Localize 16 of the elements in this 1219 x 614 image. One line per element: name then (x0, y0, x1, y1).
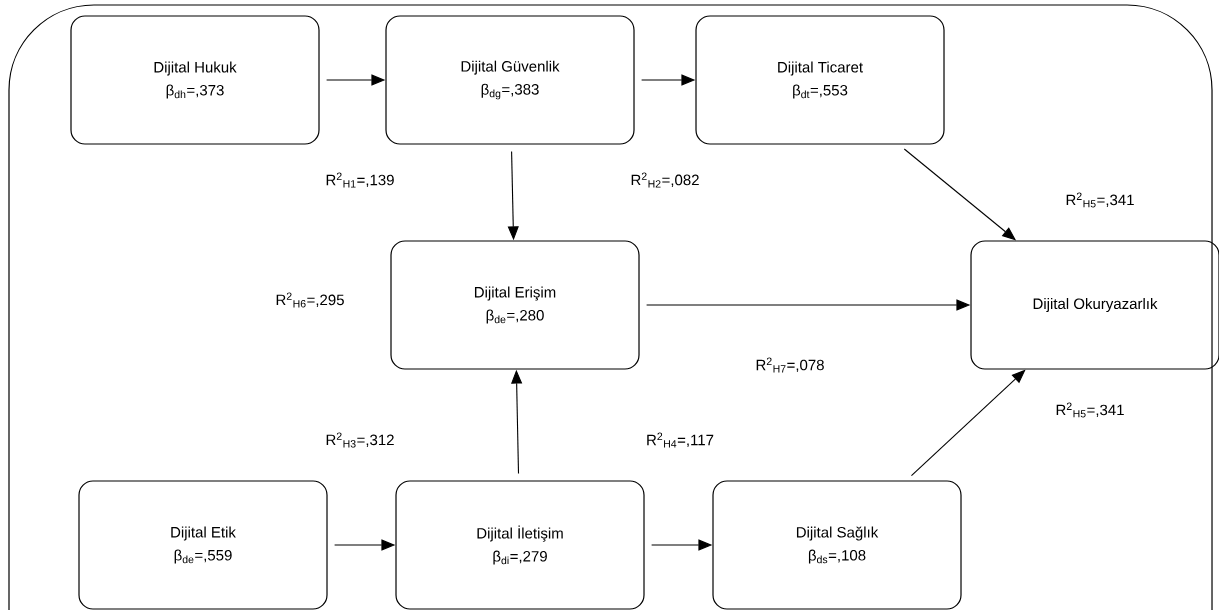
construct-box: Dijital Etik β$_{de}$=,559 (78, 480, 328, 610)
construct-box: Dijital Erişim β$_{de}$=,280 (390, 240, 640, 370)
r-squared-label: R$^{2}$$_{H6}$=,295 (276, 292, 344, 308)
construct-box: Dijital Hukuk β$_{dh}$=,373 (70, 15, 320, 145)
r-squared-label: R$^{2}$$_{H7}$=,078 (756, 357, 824, 373)
r-squared-label: R$^{2}$$_{H5}$=,341 (1056, 402, 1124, 418)
construct-box: Dijital Güvenlik β$_{dg}$=,383 (385, 15, 635, 145)
construct-box: Dijital Okuryazarlık (970, 240, 1219, 370)
r-squared-label: R$^{2}$$_{H4}$=,117 (647, 432, 714, 448)
r-squared-label: R$^{2}$$_{H2}$=,082 (631, 172, 699, 188)
r-squared-label: R$^{2}$$_{H5}$=,341 (1066, 192, 1134, 208)
r-squared-label: R$^{2}$$_{H1}$=,139 (326, 172, 394, 188)
r-squared-label: R$^{2}$$_{H3}$=,312 (326, 432, 394, 448)
construct-box: Dijital Sağlık β$_{ds}$=,108 (712, 480, 962, 610)
construct-box: Dijital Ticaret β$_{dt}$=,553 (695, 15, 945, 145)
construct-box: Dijital İletişim β$_{di}$=,279 (395, 480, 645, 610)
